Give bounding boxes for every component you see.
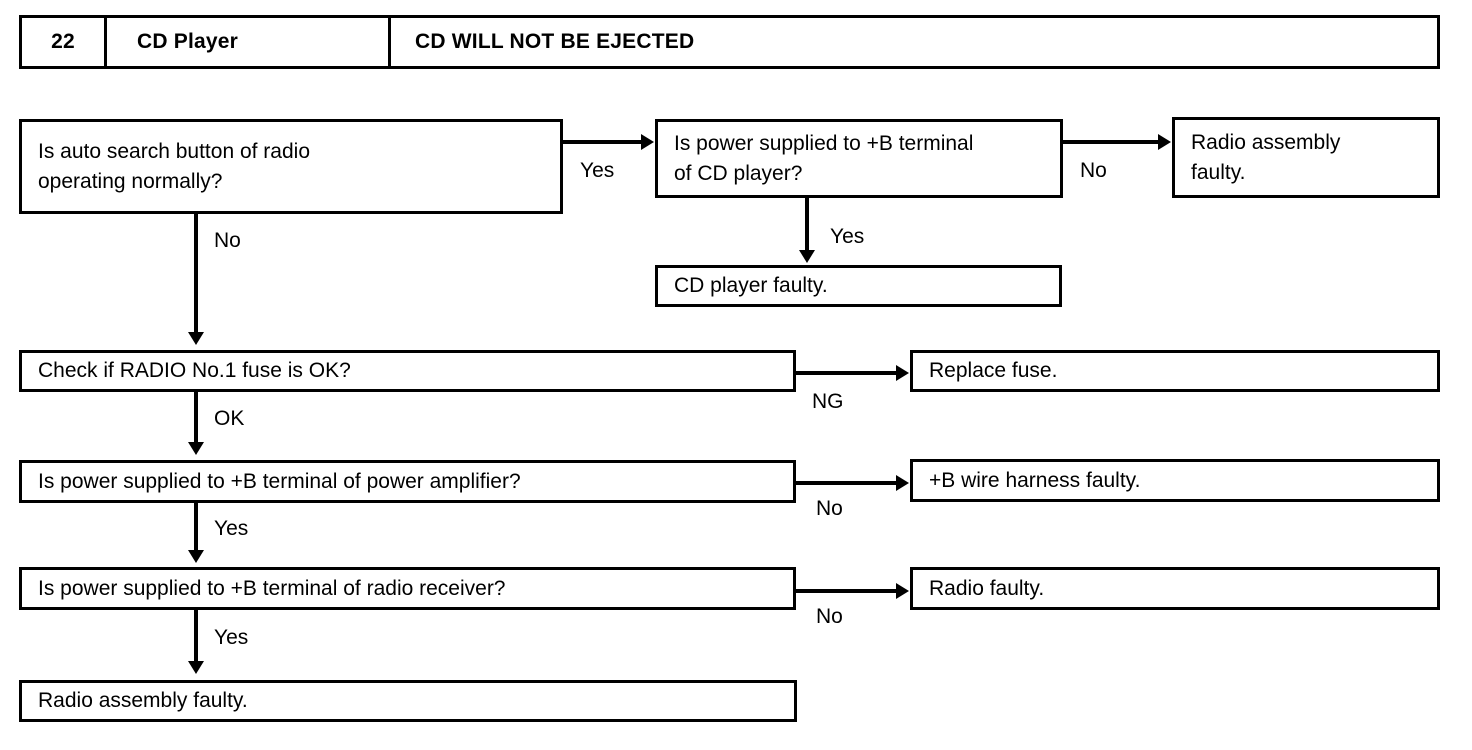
edge-q5-r6-arrowhead [188,661,204,674]
edge-label-q1-q3-no: No [214,229,241,252]
edge-q4-r4-line [796,481,898,485]
edge-q5-r6-line [194,610,198,663]
node-q3-radio-fuse-check: Check if RADIO No.1 fuse is OK? [19,350,796,392]
edge-q2-r1-arrowhead [1158,134,1171,150]
node-q1-label: Is auto search button of radio operating… [38,139,311,193]
node-r3-label: Replace fuse. [929,359,1058,383]
node-q5-power-to-radio-receiver: Is power supplied to +B terminal of radi… [19,567,796,610]
edge-label-q2-r1-no: No [1080,159,1107,182]
node-r1-radio-assembly-faulty: Radio assembly faulty. [1172,117,1440,198]
node-r2-label: CD player faulty. [674,274,828,298]
node-q2-power-to-cd-player: Is power supplied to +B terminal of CD p… [655,119,1063,198]
node-q3-label: Check if RADIO No.1 fuse is OK? [38,359,351,383]
node-q4-label: Is power supplied to +B terminal of powe… [38,469,521,493]
edge-label-q3-q4-ok: OK [214,407,245,430]
edge-label-q4-q5-yes: Yes [214,517,249,540]
edge-q3-r3-line [796,371,898,375]
node-r2-cd-player-faulty: CD player faulty. [655,265,1062,307]
header-system-cell: CD Player [107,18,391,66]
edge-label-q1-q2-yes: Yes [580,159,615,182]
node-q2-label: Is power supplied to +B terminal of CD p… [674,131,974,185]
edge-q5-r5-line [796,589,898,593]
edge-q3-r3-arrowhead [896,365,909,381]
edge-label-q5-r5-no: No [816,605,843,628]
edge-q1-q3-arrowhead [188,332,204,345]
header-symptom-cell: CD WILL NOT BE EJECTED [415,30,695,53]
edge-q3-q4-line [194,392,198,444]
node-q4-power-to-power-amplifier: Is power supplied to +B terminal of powe… [19,460,796,503]
edge-label-q3-r3-ng: NG [812,390,844,413]
node-q1-auto-search-button: Is auto search button of radio operating… [19,119,563,214]
node-r4-label: +B wire harness faulty. [929,468,1141,492]
header-number-cell: 22 [22,18,107,66]
node-q5-label: Is power supplied to +B terminal of radi… [38,576,506,600]
edge-q3-q4-arrowhead [188,442,204,455]
node-r1-label: Radio assembly faulty. [1191,130,1341,184]
edge-label-q2-r2-yes: Yes [830,225,865,248]
edge-label-q4-r4-no: No [816,497,843,520]
edge-q1-q3-line [194,214,198,334]
node-r6-radio-assembly-faulty: Radio assembly faulty. [19,680,797,722]
edge-q2-r2-line [805,198,809,252]
edge-q4-q5-line [194,503,198,553]
symptom-header-table: 22 CD Player CD WILL NOT BE EJECTED [19,15,1440,69]
node-r5-label: Radio faulty. [929,576,1045,600]
node-r6-label: Radio assembly faulty. [38,689,248,713]
edge-q4-q5-arrowhead [188,550,204,563]
edge-q2-r2-arrowhead [799,250,815,263]
node-r4-b-wire-harness-faulty: +B wire harness faulty. [910,459,1440,502]
edge-q2-r1-line [1063,140,1160,144]
edge-label-q5-r6-yes: Yes [214,626,249,649]
node-r3-replace-fuse: Replace fuse. [910,350,1440,392]
node-r5-radio-faulty: Radio faulty. [910,567,1440,610]
edge-q1-q2-line [563,140,643,144]
edge-q1-q2-arrowhead [641,134,654,150]
edge-q4-r4-arrowhead [896,475,909,491]
edge-q5-r5-arrowhead [896,583,909,599]
